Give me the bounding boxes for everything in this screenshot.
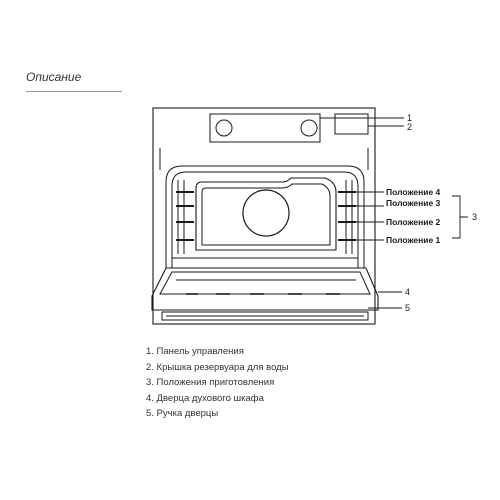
legend-item-water-tank-cover: 2. Крышка резервуара для воды	[146, 361, 289, 373]
control-knob-left	[215, 119, 233, 137]
position-1-label: Положение 1	[386, 235, 441, 245]
position-2-label: Положение 2	[386, 217, 441, 227]
oven-cavity-outer	[165, 165, 365, 268]
title-underline	[26, 91, 122, 92]
callout-2: 2	[407, 122, 412, 132]
rear-wall-panel	[195, 177, 337, 251]
control-panel	[209, 113, 321, 143]
leader-lines	[320, 117, 404, 309]
callout-4: 4	[405, 287, 410, 297]
legend-item-control-panel: 1. Панель управления	[146, 346, 244, 357]
section-title: Описание	[26, 70, 82, 84]
position-3-label: Положение 3	[386, 198, 441, 208]
positions-bracket	[452, 195, 468, 239]
left-rack-rails	[176, 180, 194, 254]
oven-cavity-inner	[171, 171, 359, 268]
callout-3: 3	[472, 212, 477, 222]
door-handle	[161, 311, 369, 321]
oven-door-inner	[159, 271, 371, 295]
parts-legend: 1. Панель управления 2. Крышка резервуар…	[146, 344, 289, 422]
legend-item-oven-door: 4. Дверца духового шкафа	[146, 392, 264, 404]
fan-cover	[242, 189, 290, 237]
legend-item-cooking-positions: 3. Положения приготовления	[146, 377, 275, 388]
legend-item-door-handle: 5. Ручка дверцы	[146, 408, 219, 419]
callout-1: 1	[407, 113, 412, 123]
position-4-label: Положение 4	[386, 187, 441, 197]
oven-door	[151, 267, 379, 311]
water-tank-cover	[334, 113, 369, 135]
right-rack-rails	[338, 180, 356, 254]
rear-wall-inner	[201, 183, 331, 246]
control-knob-right	[300, 119, 318, 137]
callout-5: 5	[405, 303, 410, 313]
oven-housing	[152, 107, 376, 325]
